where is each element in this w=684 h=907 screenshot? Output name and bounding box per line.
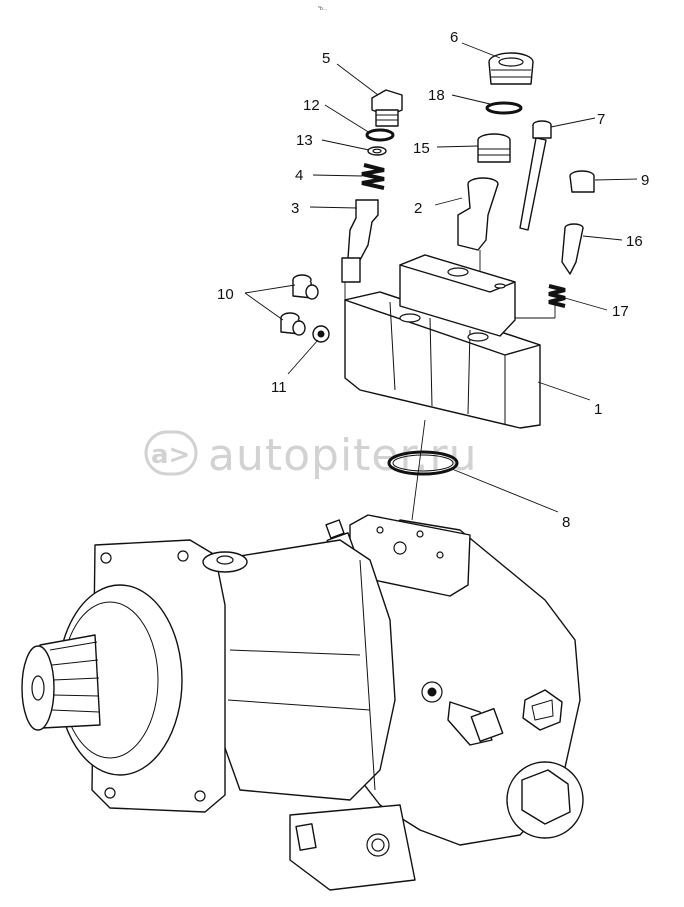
lower-bracket <box>289 804 416 891</box>
callout-labels: 1 2 3 4 5 6 7 8 9 10 11 12 13 15 16 17 1… <box>217 29 649 531</box>
callout-18: 18 <box>428 87 445 104</box>
callout-5: 5 <box>322 50 330 67</box>
o-ring-part-18 <box>485 101 523 115</box>
spring-part-4 <box>361 163 385 190</box>
washer-part-13 <box>367 146 387 156</box>
callout-11: 11 <box>271 379 287 396</box>
callout-17: 17 <box>612 303 629 320</box>
cap-plug-part-6 <box>488 52 534 85</box>
callout-10: 10 <box>217 286 234 303</box>
callout-16: 16 <box>626 233 643 250</box>
valve-part-16 <box>561 223 584 275</box>
callout-8: 8 <box>562 514 570 531</box>
pump-motor-body <box>21 514 584 891</box>
plug-part-11 <box>312 325 330 343</box>
callout-7: 7 <box>597 111 605 128</box>
callout-9: 9 <box>641 172 649 189</box>
piston-part-2 <box>457 177 499 251</box>
motor-barrel <box>214 539 396 801</box>
watermark-logo: a> <box>151 440 190 470</box>
callout-4: 4 <box>295 167 303 184</box>
callout-12: 12 <box>303 97 320 114</box>
callout-6: 6 <box>450 29 458 46</box>
watermark-logo-frame <box>144 430 198 476</box>
plugs-part-10 <box>280 274 319 336</box>
spring-part-17 <box>548 284 566 308</box>
callout-leaders <box>244 42 638 513</box>
o-ring-part-8 <box>387 450 459 476</box>
pressure-plug-part-5 <box>371 89 403 127</box>
callout-2: 2 <box>414 200 422 217</box>
corner-mark: *b .. <box>318 6 327 12</box>
control-housing-part-1 <box>344 254 541 429</box>
callout-15: 15 <box>413 140 430 157</box>
callout-1: 1 <box>594 401 602 418</box>
seal-ring-part-12 <box>365 128 395 142</box>
callout-13: 13 <box>296 132 313 149</box>
callout-3: 3 <box>291 200 299 217</box>
vent-fitting <box>325 519 345 539</box>
valve-spool-part-3 <box>341 199 379 283</box>
sleeve-part-15 <box>477 133 511 163</box>
plug-part-9 <box>569 170 595 193</box>
bolt-part-7 <box>519 120 552 231</box>
